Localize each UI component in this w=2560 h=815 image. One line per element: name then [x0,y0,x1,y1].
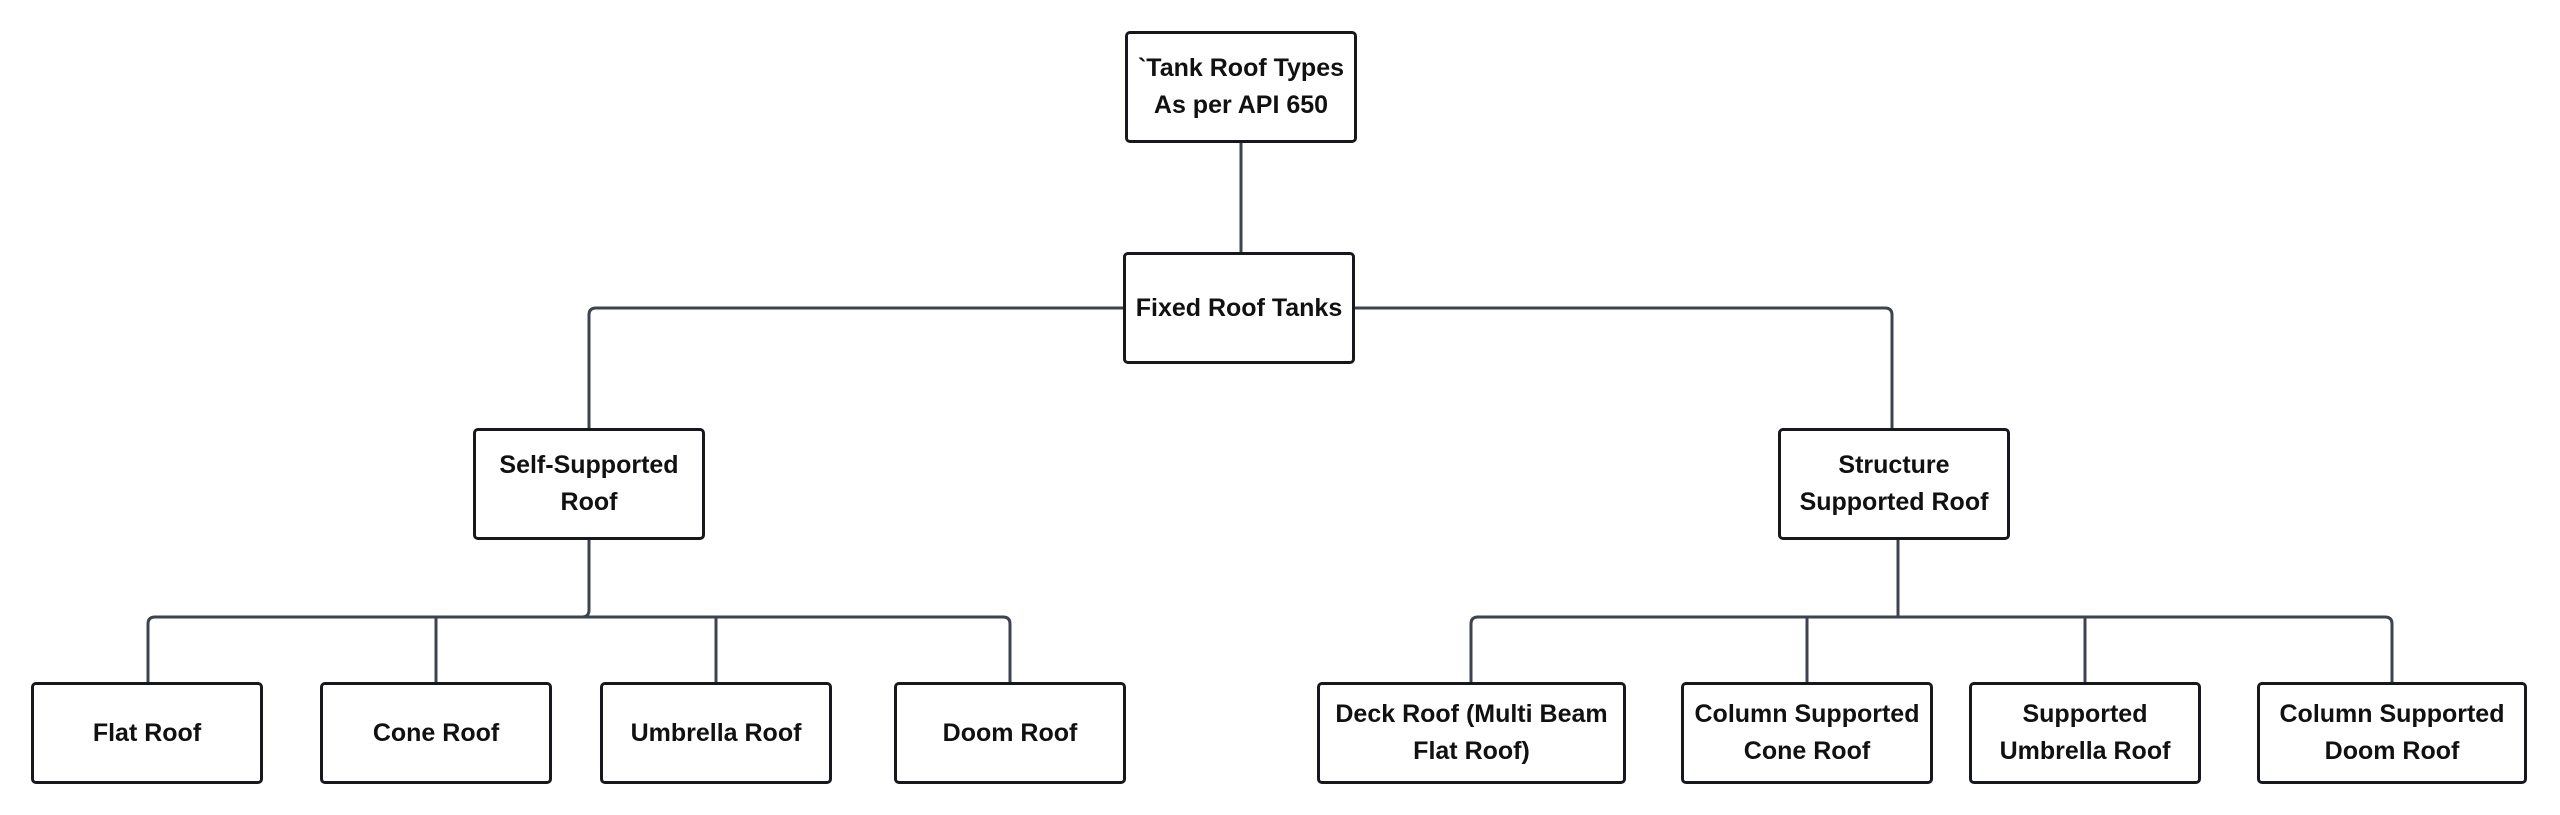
node-doom-roof: Doom Roof [894,682,1126,784]
connector-to-flat-roof [146,615,157,686]
node-structure-supported-roof: Structure Supported Roof [1778,428,2010,540]
node-supported-umbrella-roof: Supported Umbrella Roof [1969,682,2201,784]
node-label: Umbrella Roof [630,718,802,747]
node-umbrella-roof: Umbrella Roof [600,682,832,784]
node-label: Structure Supported Roof [1799,451,1989,516]
connector-structure-supported-bus [1476,615,2394,686]
node-flat-roof: Flat Roof [31,682,263,784]
node-label: Flat Roof [92,718,202,747]
node-fixed-roof-tanks: Fixed Roof Tanks [1123,252,1355,364]
node-self-supported-roof: Self-Supported Roof [473,428,705,540]
node-label: Cone Roof [372,718,500,747]
node-label: `Tank Roof Types As per API 650 [1137,54,1345,119]
node-label: Column Supported Doom Roof [2279,700,2505,765]
connector-self-supported-trunk [580,538,591,619]
connector-fixed-to-self-supported [587,306,1126,432]
node-deck-roof: Deck Roof (Multi Beam Flat Roof) [1317,682,1626,784]
node-label: Supported Umbrella Roof [1999,700,2171,765]
node-label: Self-Supported Roof [499,451,679,516]
node-label: Fixed Roof Tanks [1135,293,1343,322]
node-label: Deck Roof (Multi Beam Flat Roof) [1335,700,1608,765]
node-label: Doom Roof [942,718,1078,747]
node-root-tank-roof-types: `Tank Roof Types As per API 650 [1125,31,1357,143]
connector-to-deck-roof [1469,615,1480,686]
node-column-supported-cone-roof: Column Supported Cone Roof [1681,682,1933,784]
connector-self-supported-bus [153,615,1012,686]
node-column-supported-doom-roof: Column Supported Doom Roof [2257,682,2527,784]
node-label: Column Supported Cone Roof [1694,700,1920,765]
connector-fixed-to-structure-supported [1352,306,1894,432]
node-cone-roof: Cone Roof [320,682,552,784]
